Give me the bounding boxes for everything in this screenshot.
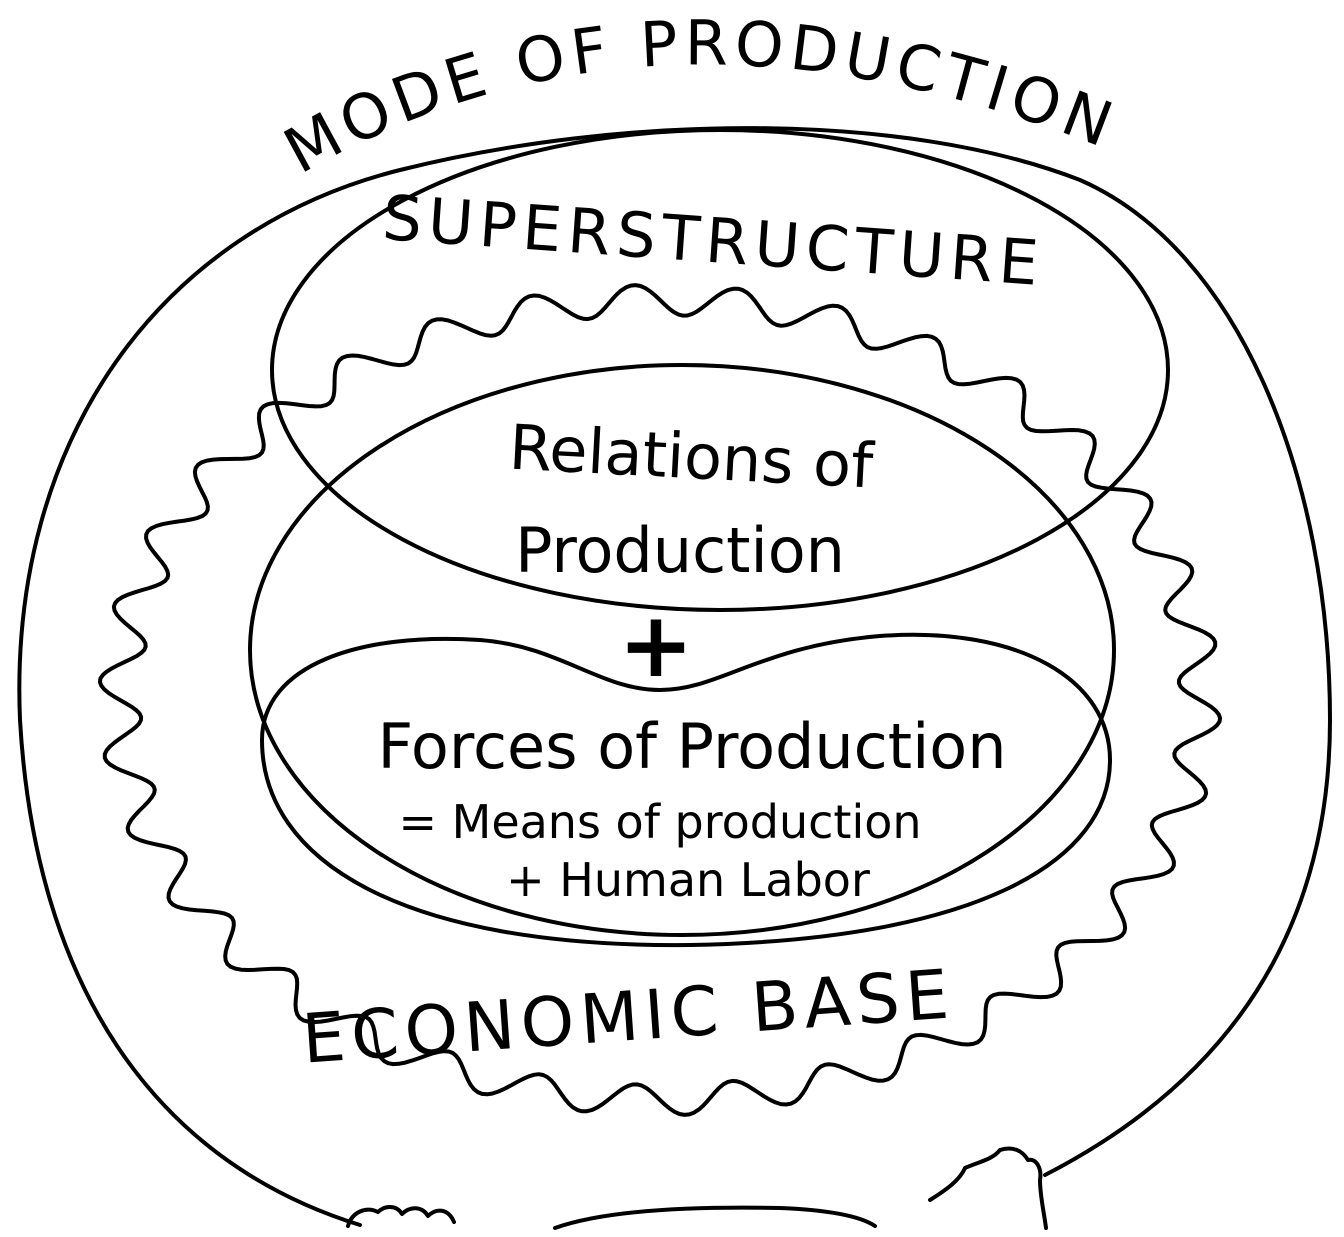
forces-of-production-outline — [260, 632, 1112, 948]
forces-of-production-label: Forces of Production — [377, 710, 1006, 783]
relations-of-production-outline — [248, 363, 1116, 937]
economic-base-outline — [97, 283, 1223, 1117]
human-labor-label: + Human Labor — [506, 853, 870, 907]
superstructure-outline — [270, 128, 1170, 612]
bottom-squiggle-middle — [553, 1205, 877, 1230]
relations-of-production-label-line2: Production — [515, 514, 845, 587]
bottom-squiggle-right — [928, 1146, 1048, 1230]
relations-of-production-label-line1: Relations of — [507, 411, 877, 503]
mode-of-production-label: MODE OF PRODUCTION — [272, 6, 1127, 187]
plus-sign: + — [618, 593, 693, 698]
means-of-production-label: = Means of production — [398, 795, 921, 849]
bottom-squiggle-left — [346, 1205, 456, 1228]
superstructure-label: SUPERSTRUCTURE — [380, 181, 1046, 300]
economic-base-label: ECONOMIC BASE — [300, 955, 957, 1079]
